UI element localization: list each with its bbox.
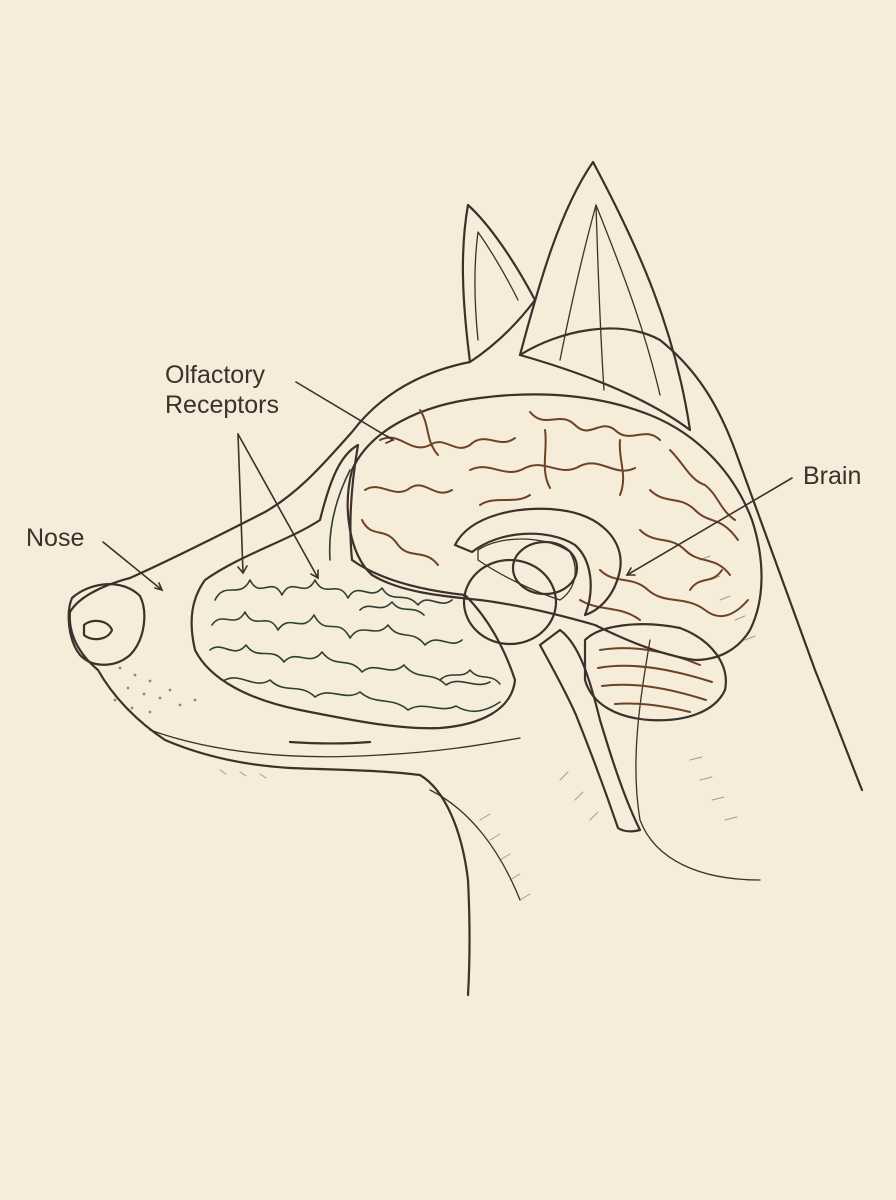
cerebrum xyxy=(346,393,763,662)
jaw-line xyxy=(149,729,521,758)
nose-leader xyxy=(102,541,164,592)
head-outline xyxy=(68,327,864,997)
olfactory-label-line1: Olfactory xyxy=(165,361,266,389)
back-ear xyxy=(461,203,537,364)
cerebellum xyxy=(583,623,727,722)
throat-line xyxy=(429,789,521,901)
cerebellum-folia xyxy=(597,647,713,713)
olfactory-label-line2: Receptors xyxy=(165,391,279,419)
olfactory-receptors-label: Olfactory Receptors xyxy=(165,360,279,420)
olfactory-bulb-front xyxy=(462,558,558,646)
nose-label: Nose xyxy=(26,524,85,552)
back-ear-inner xyxy=(474,231,519,341)
fur-hatching xyxy=(219,555,756,901)
neck-line xyxy=(635,639,761,881)
olfactory-receptors-leaders xyxy=(237,381,395,580)
front-ear-fold xyxy=(595,204,605,391)
nasal-turbinates xyxy=(209,469,501,713)
front-ear-inner xyxy=(559,204,661,396)
brain-label: Brain xyxy=(803,462,862,490)
cerebrum-gyri xyxy=(361,409,749,621)
olfactory-region xyxy=(190,443,517,730)
brainstem xyxy=(538,628,642,833)
front-ear xyxy=(518,160,692,432)
nose xyxy=(67,583,146,666)
mouth-line xyxy=(288,740,372,745)
corpus-callosum xyxy=(453,507,622,617)
olfactory-bulb-back xyxy=(511,540,579,596)
nostril xyxy=(82,619,114,641)
brain-leader xyxy=(625,477,793,576)
whisker-dots xyxy=(113,666,197,714)
